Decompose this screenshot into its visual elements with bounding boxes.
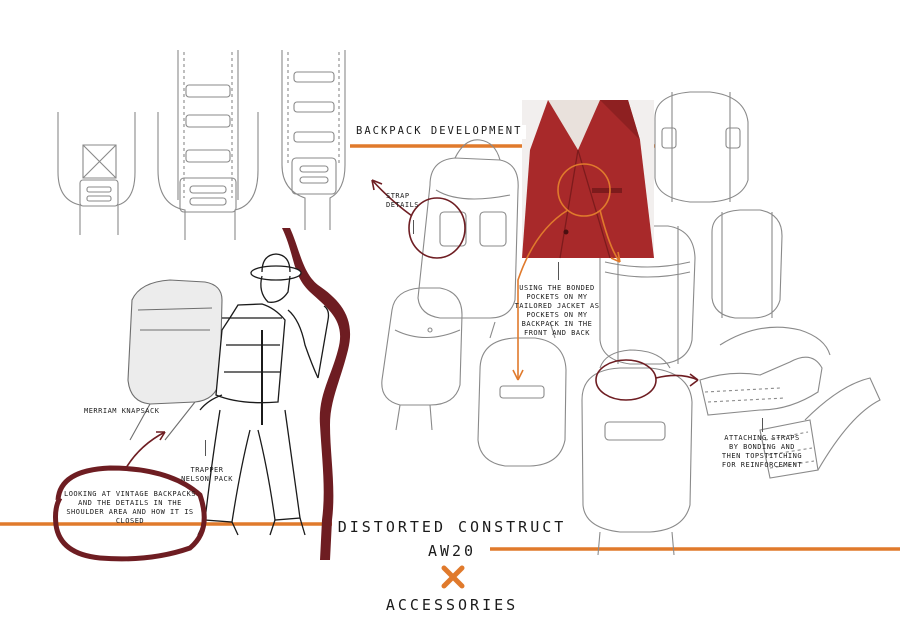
vintage-note: LOOKING AT VINTAGE BACKPACKS AND THE DET…	[64, 490, 197, 526]
season-label: AW20	[427, 542, 477, 560]
maroon-divider-stroke	[282, 228, 351, 560]
collection-title: DISTORTED CONSTRUCT	[337, 518, 567, 536]
accent-x-icon	[441, 565, 465, 589]
strap-attach-sketch-1	[699, 326, 831, 416]
trapper-leader	[205, 440, 206, 456]
merriam-knapsack-label: MERRIAM KNAPSACK	[84, 407, 160, 415]
attaching-straps-note: ATTACHING STRAPS BY BONDING AND THEN TOP…	[721, 434, 803, 470]
backpack-sketch-2	[381, 287, 463, 431]
attaching-leader	[762, 418, 763, 432]
backpack-sketch-6	[711, 209, 783, 319]
strap-sketch-3	[281, 50, 346, 230]
backpack-sketch-3	[477, 321, 567, 467]
category-label: ACCESSORIES	[385, 596, 519, 614]
strap-attach-sketch-2	[759, 377, 881, 479]
bonded-leader	[558, 262, 559, 280]
strap-details-leader	[413, 220, 414, 234]
backpack-sketch-7	[581, 349, 693, 556]
hiker-figure-sketch	[197, 253, 330, 536]
strap-sketch-2	[157, 50, 259, 240]
bonded-pockets-note: USING THE BONDED POCKETS ON MY TAILORED …	[514, 284, 600, 338]
section-heading: BACKPACK DEVELOPMENT	[352, 125, 527, 139]
orange-annotations	[512, 163, 621, 381]
trapper-nelson-label: TRAPPER NELSON PACK	[181, 466, 233, 484]
strap-details-label: STRAP DETAILS	[386, 192, 420, 210]
backpack-sketch-1	[417, 139, 519, 319]
strap-sketch-1	[57, 112, 136, 235]
tailored-jacket-photo	[522, 100, 654, 259]
backpack-sketch-5	[654, 91, 749, 203]
maroon-annotations	[53, 179, 699, 562]
